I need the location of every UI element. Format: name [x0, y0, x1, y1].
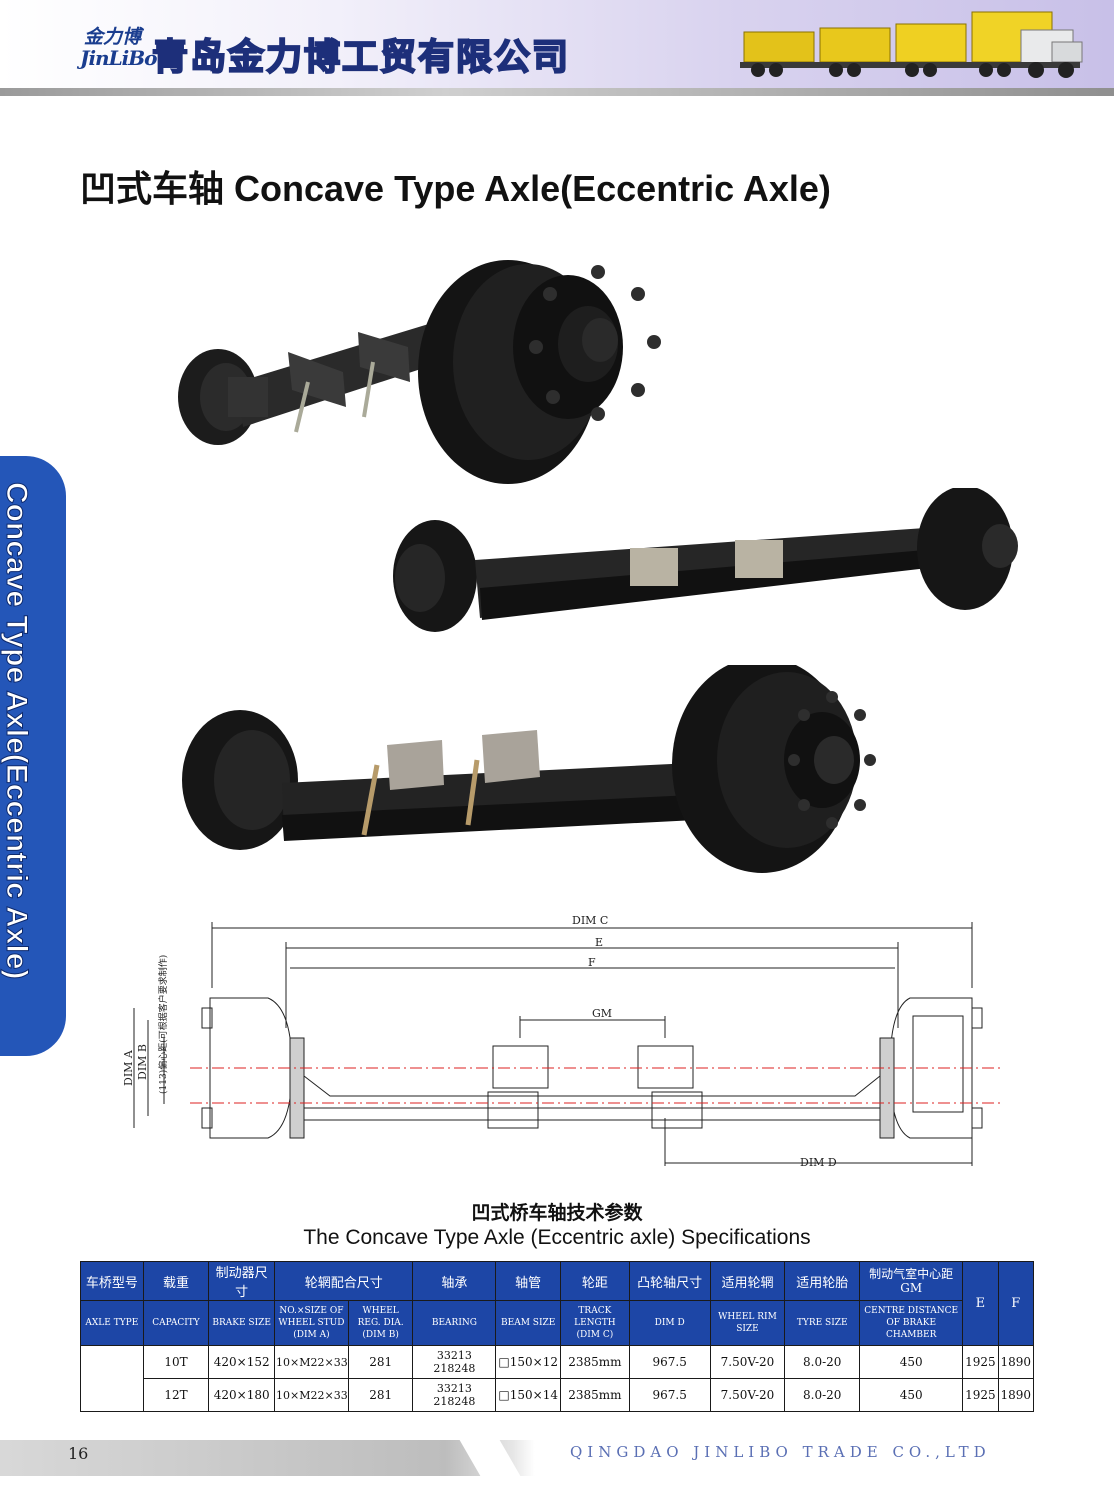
- axle-photo-bottom: [182, 665, 876, 873]
- table-row: 12T 420×180 10×M22×335 281 33213 218248 …: [81, 1378, 1035, 1412]
- header-cell: 轮距: [560, 1261, 630, 1301]
- axle-photo-middle: [393, 488, 1018, 632]
- table-cell: 33213 218248: [412, 1378, 497, 1412]
- header-cell: TRACK LENGTH (DIM C): [560, 1300, 630, 1346]
- page-number: 16: [68, 1444, 89, 1463]
- header-cell: CENTRE DISTANCE OF BRAKE CHAMBER: [859, 1300, 964, 1346]
- offset-note: (113)偏心距(可根据客户要求制作): [157, 955, 169, 1094]
- side-tab: [0, 456, 66, 1056]
- table-row: 凹式桥 10T 420×152 10×M22×335 281 33213 218…: [80, 1345, 1035, 1412]
- gm-label: GM: [592, 1007, 612, 1020]
- header-cell: 制动器尺寸: [208, 1261, 276, 1301]
- header-cell: 轴承: [412, 1261, 497, 1301]
- header-cell: 凸轮轴尺寸: [628, 1261, 711, 1301]
- header-cell: 适用轮辋: [709, 1261, 786, 1301]
- table-cell: 10T: [142, 1345, 210, 1379]
- table-cell: 8.0-20: [784, 1345, 861, 1379]
- header-cell: AXLE TYPE: [80, 1300, 144, 1346]
- dim-a-label: DIM A: [122, 1049, 135, 1086]
- header-cell: NO.×SIZE OF WHEEL STUD (DIM A): [274, 1300, 349, 1346]
- e-label: E: [595, 936, 603, 949]
- spec-title-english: The Concave Type Axle (Eccentric axle) S…: [303, 1226, 811, 1249]
- header-cell: 制动气室中心距GM: [859, 1261, 964, 1301]
- spec-title-chinese: 凹式桥车轴技术参数: [471, 1202, 643, 1224]
- table-cell: □150×14: [495, 1378, 562, 1412]
- header-cell-f: F: [997, 1261, 1035, 1346]
- logo-chinese: 金力博: [84, 26, 142, 48]
- table-cell: 420×180: [208, 1378, 276, 1412]
- spec-table: 车桥型号 载重 制动器尺寸 轮辋配合尺寸 轴承 轴管 轮距 凸轮轴尺寸 适用轮辋…: [80, 1261, 1035, 1412]
- technical-drawing: DIM C E F GM DIM D DIM A DIM B (113)偏心距(…: [122, 914, 1000, 1169]
- side-tab-label: Concave Type Axle(Eccentric Axle): [0, 482, 34, 980]
- table-cell: 967.5: [628, 1378, 711, 1412]
- table-cell: 7.50V-20: [709, 1378, 786, 1412]
- table-cell: 420×152: [208, 1345, 276, 1379]
- table-cell: 7.50V-20: [709, 1345, 786, 1379]
- table-cell: 281: [347, 1345, 414, 1379]
- header-divider: [0, 88, 1114, 96]
- header-cell: 轮辋配合尺寸: [274, 1261, 414, 1301]
- dim-b-label: DIM B: [136, 1044, 149, 1080]
- f-label: F: [588, 956, 596, 969]
- header-cell: BRAKE SIZE: [208, 1300, 276, 1346]
- header-cell: WHEEL REG. DIA. (DIM B): [347, 1300, 414, 1346]
- table-cell: 2385mm: [560, 1378, 630, 1412]
- header-cell: 轴管: [495, 1261, 562, 1301]
- table-cell: 450: [859, 1378, 964, 1412]
- header-cell: BEARING: [412, 1300, 497, 1346]
- dim-c-label: DIM C: [572, 914, 608, 927]
- table-cell: 967.5: [628, 1345, 711, 1379]
- table-cell: 10×M22×335: [274, 1378, 349, 1412]
- truck-illustration: [740, 11, 1083, 78]
- table-cell: 281: [347, 1378, 414, 1412]
- table-header-row-en: AXLE TYPE CAPACITY BRAKE SIZE NO.×SIZE O…: [80, 1300, 1034, 1346]
- dim-d-label: DIM D: [800, 1156, 837, 1169]
- table-cell: 2385mm: [560, 1345, 630, 1379]
- table-cell: 10×M22×335: [274, 1345, 349, 1379]
- table-cell: 1925: [962, 1345, 999, 1379]
- table-cell: 1925: [962, 1378, 999, 1412]
- table-cell: 1890: [997, 1378, 1035, 1412]
- table-header-row-cn: 车桥型号 载重 制动器尺寸 轮辋配合尺寸 轴承 轴管 轮距 凸轮轴尺寸 适用轮辋…: [80, 1261, 1035, 1346]
- header-cell: 载重: [142, 1261, 210, 1301]
- header-cell: BEAM SIZE: [495, 1300, 562, 1346]
- page-title: 凹式车轴 Concave Type Axle(Eccentric Axle): [80, 168, 831, 209]
- company-name-chinese: 青岛金力博工贸有限公司: [151, 36, 571, 79]
- table-cell: 1890: [997, 1345, 1035, 1379]
- logo-english: JinLiBo: [80, 46, 158, 70]
- header-cell-e: E: [962, 1261, 999, 1346]
- table-cell: 450: [859, 1345, 964, 1379]
- axle-type-cell: 凹式桥: [80, 1345, 144, 1412]
- header-cell: 车桥型号: [80, 1261, 144, 1301]
- footer-company-name: QINGDAO JINLIBO TRADE CO.,LTD: [570, 1443, 991, 1461]
- table-cell: □150×12: [495, 1345, 562, 1379]
- header-cell: 适用轮胎: [784, 1261, 861, 1301]
- table-cell: 8.0-20: [784, 1378, 861, 1412]
- table-cell: 12T: [142, 1378, 210, 1412]
- axle-photo-top: [178, 260, 661, 484]
- table-cell: 33213 218248: [412, 1345, 497, 1379]
- header-cell: TYRE SIZE: [784, 1300, 861, 1346]
- header-cell: CAPACITY: [142, 1300, 210, 1346]
- header-cell: WHEEL RIM SIZE: [709, 1300, 786, 1346]
- page-footer: [0, 1440, 1114, 1476]
- header-cell: DIM D: [628, 1300, 711, 1346]
